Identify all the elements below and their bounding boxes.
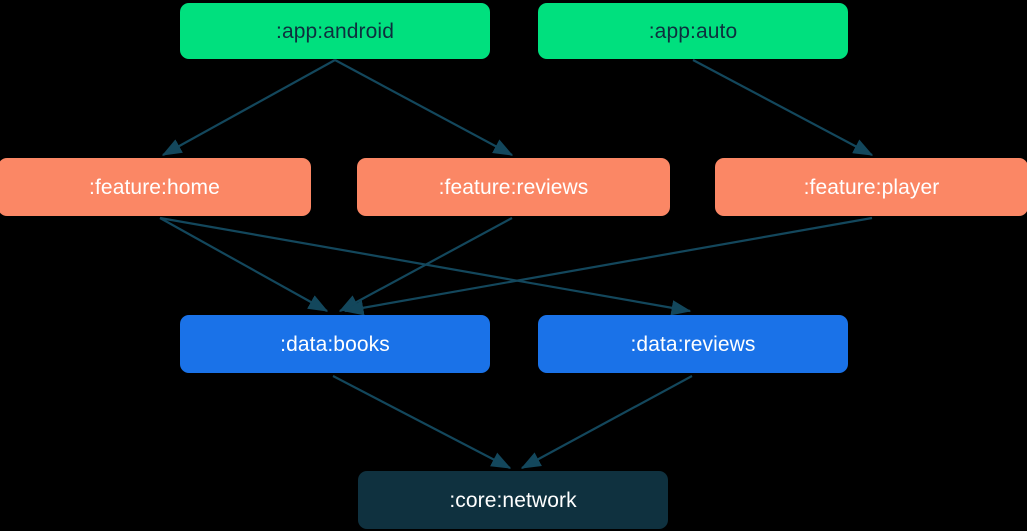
node-feature-player[interactable]: :feature:player: [715, 158, 1027, 216]
node-core-network[interactable]: :core:network: [358, 471, 668, 529]
edge-app-android-to-feature-home: [161, 59, 336, 156]
node-label-app-android: :app:android: [276, 19, 394, 43]
node-data-books[interactable]: :data:books: [180, 315, 490, 373]
node-app-android[interactable]: :app:android: [180, 3, 490, 59]
node-label-feature-home: :feature:home: [89, 175, 220, 199]
edge-data-books-to-core-network: [332, 375, 512, 469]
node-label-data-reviews: :data:reviews: [630, 332, 756, 356]
node-feature-reviews[interactable]: :feature:reviews: [357, 158, 670, 216]
edge-feature-player-to-data-books: [343, 216, 873, 316]
node-label-core-network: :core:network: [449, 488, 577, 512]
edge-feature-home-to-data-reviews: [159, 216, 692, 316]
edge-app-android-to-feature-reviews: [334, 59, 514, 156]
edge-app-auto-to-feature-player: [692, 59, 874, 156]
node-label-feature-player: :feature:player: [803, 175, 940, 199]
edge-data-reviews-to-core-network: [520, 375, 693, 469]
node-data-reviews[interactable]: :data:reviews: [538, 315, 848, 373]
edge-feature-reviews-to-data-books: [338, 217, 513, 312]
node-feature-home[interactable]: :feature:home: [0, 158, 311, 216]
node-label-data-books: :data:books: [280, 332, 390, 356]
edges-group: [159, 59, 874, 469]
node-label-app-auto: :app:auto: [648, 19, 738, 43]
node-app-auto[interactable]: :app:auto: [538, 3, 848, 59]
edge-feature-home-to-data-books: [159, 217, 329, 312]
node-label-feature-reviews: :feature:reviews: [438, 175, 589, 199]
